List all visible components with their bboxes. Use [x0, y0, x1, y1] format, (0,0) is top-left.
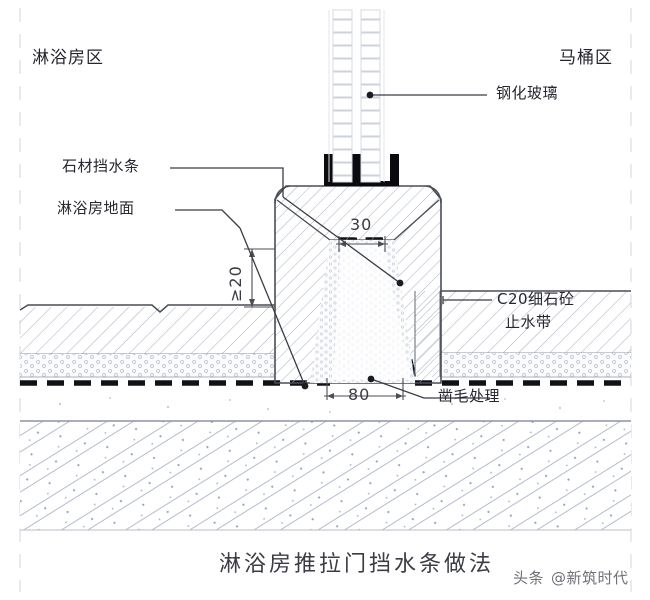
dimension-barrier-height [244, 248, 275, 308]
callout-stone-water-bar: 石材挡水条 [62, 157, 140, 175]
shower-floor-buildup [19, 304, 275, 378]
callout-c20-waterstop-line1: C20细石砼 [497, 290, 575, 308]
zone-label-toilet: 马桶区 [559, 48, 613, 68]
callout-shower-floor: 淋浴房地面 [57, 199, 135, 217]
zone-label-shower: 淋浴房区 [32, 48, 104, 68]
dimension-value-barrier-height: ≥20 [226, 265, 245, 302]
drawing-title: 淋浴房推拉门挡水条做法 [219, 552, 495, 577]
watermark-platform: 头条 [513, 569, 545, 587]
dimension-value-30: 30 [350, 215, 373, 234]
callout-roughening: 凿毛处理 [438, 387, 501, 405]
dimension-trench-bottom-width [324, 378, 406, 400]
toilet-floor-buildup [440, 290, 631, 378]
dimension-value-80: 80 [348, 385, 371, 404]
callout-c20-waterstop-line2: 止水带 [505, 313, 552, 331]
structural-concrete-slab [20, 420, 631, 531]
tempered-glass-panels [328, 9, 385, 183]
leader-lines [170, 91, 492, 399]
callout-tempered-glass: 钢化玻璃 [496, 84, 559, 102]
watermark-handle: @新筑时代 [551, 569, 629, 587]
substrate-speckle [58, 397, 605, 413]
trench-groove-fill [310, 240, 415, 383]
